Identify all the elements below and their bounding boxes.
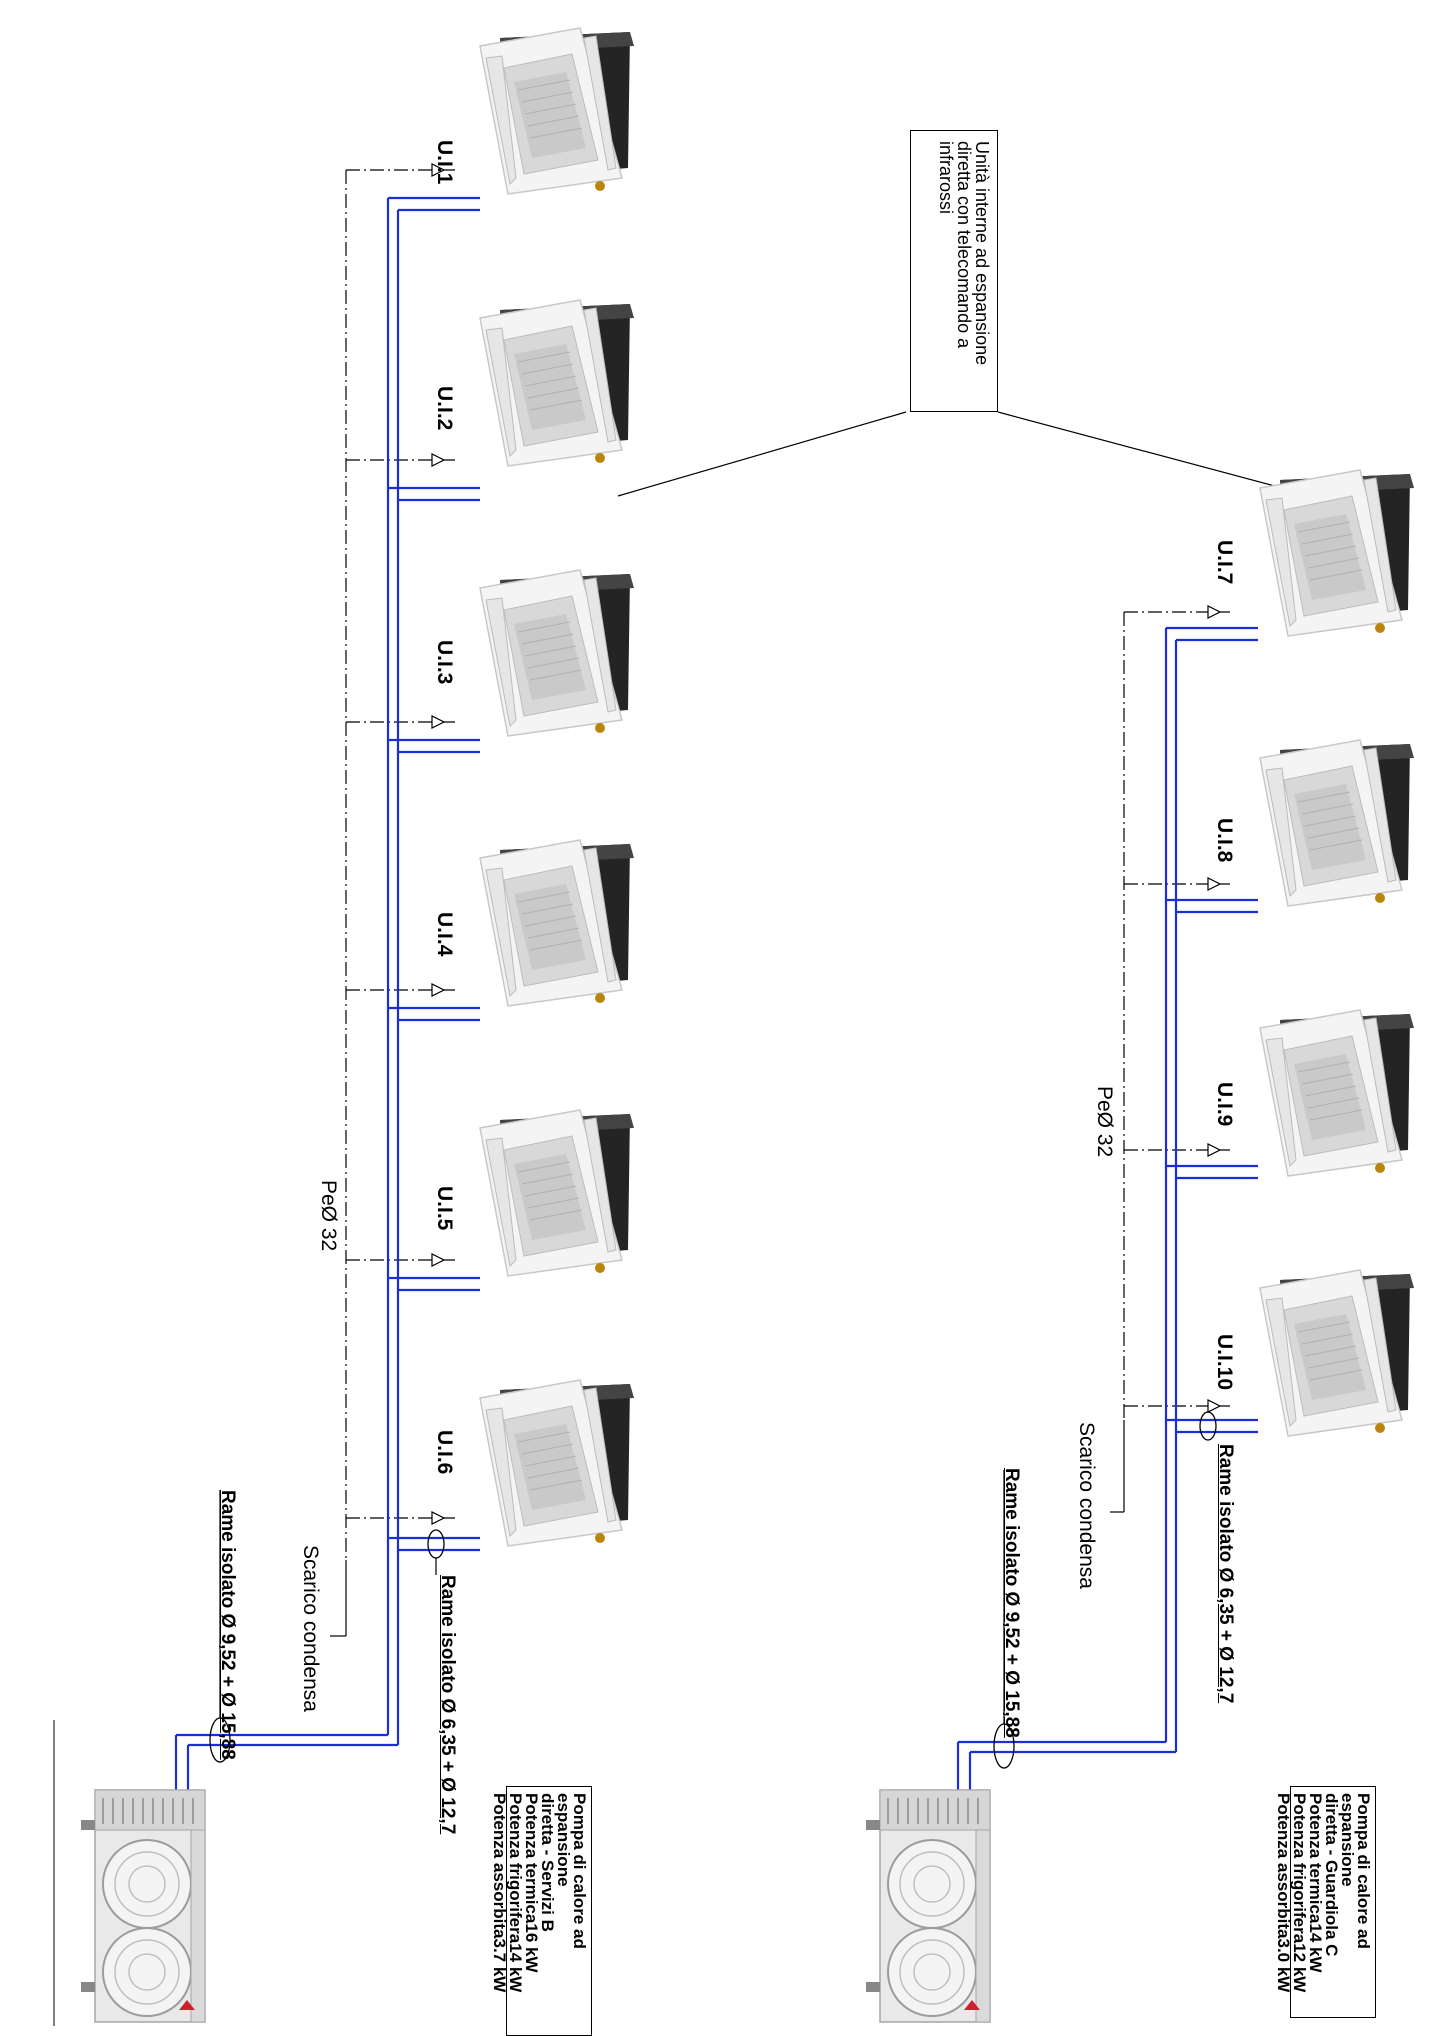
right-branch-pipe-label: Rame isolato Ø 6,35 + Ø 12,7 [1215,1444,1236,1704]
right-drain-pipe-label: PeØ 32 [1093,1086,1116,1158]
right-drain-label: Scarico condensa [1075,1422,1098,1589]
unit-label-ui6: U.I.6 [433,1430,456,1475]
unit-label-ui7: U.I.7 [1213,540,1236,585]
cassette-ac-unit-icon [1259,469,1415,637]
right-pump-row: Potenza frigorifera12 kW [1290,1793,1309,1993]
callout-line-1: Unità interne ad espansione [972,141,992,366]
unit-label-ui5: U.I.5 [433,1186,456,1231]
callout-box: Unità interne ad espansione diretta con … [910,130,998,412]
left-branch-pipe-label: Rame isolato Ø 6,35 + Ø 12,7 [437,1575,458,1835]
left-pump-row: Potenza termica16 kW [522,1793,541,1973]
cassette-ac-unit-icon [1259,739,1415,907]
left-refrigerant-pipes [174,196,480,1800]
unit-label-ui10: U.I.10 [1213,1334,1236,1391]
left-branch-pipe-marker [427,1529,445,1559]
right-pump-row: Potenza termica14 kW [1306,1793,1325,1973]
left-main-pipe-label: Rame isolato Ø 9,52 + Ø 15,88 [217,1490,238,1760]
left-pump-row: Potenza assorbita3.7 kW [490,1793,509,1993]
left-pump-specs-box: Pompa di calore ad espansione diretta - … [490,1786,592,2036]
left-drain-line [345,169,455,1560]
left-pump-title-2: diretta - Servizi B [538,1793,557,1932]
outdoor-heat-pump-icon [865,1789,991,2023]
cassette-ac-unit-icon [479,839,635,1007]
cassette-ac-unit-icon [479,1109,635,1277]
right-pump-row: Potenza assorbita3.0 kW [1274,1793,1293,1993]
right-drain-arrows [1207,605,1222,1413]
unit-label-ui4: U.I.4 [433,912,456,957]
callout-line-2: diretta con telecomando a [954,141,974,349]
left-drain-label: Scarico condensa [299,1545,322,1712]
unit-label-ui1: U.I.1 [433,140,456,185]
left-drain-arrows [431,163,446,1525]
unit-label-ui9: U.I.9 [1213,1082,1236,1127]
cassette-ac-unit-icon [479,27,635,195]
left-pump-title-1: Pompa di calore ad espansione [554,1793,589,1949]
callout-leaders [617,411,1283,497]
right-refrigerant-pipes [956,626,1258,1800]
outdoor-heat-pump-icon [80,1789,206,2023]
right-pump-title-1: Pompa di calore ad espansione [1338,1793,1373,1949]
right-pump-title-2: diretta - Guardiola C [1322,1793,1341,1957]
left-drain-pipe-label: PeØ 32 [317,1180,340,1252]
right-main-pipe-label: Rame isolato Ø 9,52 + Ø 15,88 [1001,1468,1022,1738]
cassette-ac-unit-icon [1259,1009,1415,1177]
cassette-ac-unit-icon [479,299,635,467]
cassette-ac-unit-icon [479,569,635,737]
right-pump-specs-box: Pompa di calore ad espansione diretta - … [1274,1786,1376,2018]
unit-label-ui2: U.I.2 [433,386,456,431]
cassette-ac-unit-icon [479,1379,635,1547]
cassette-ac-unit-icon [1259,1269,1415,1437]
callout-line-3: infrarossi [936,141,956,215]
unit-label-ui8: U.I.8 [1213,818,1236,863]
unit-label-ui3: U.I.3 [433,640,456,685]
right-branch-pipe-marker [1199,1411,1217,1441]
left-pump-row: Potenza frigorifera14 kW [506,1793,525,1993]
